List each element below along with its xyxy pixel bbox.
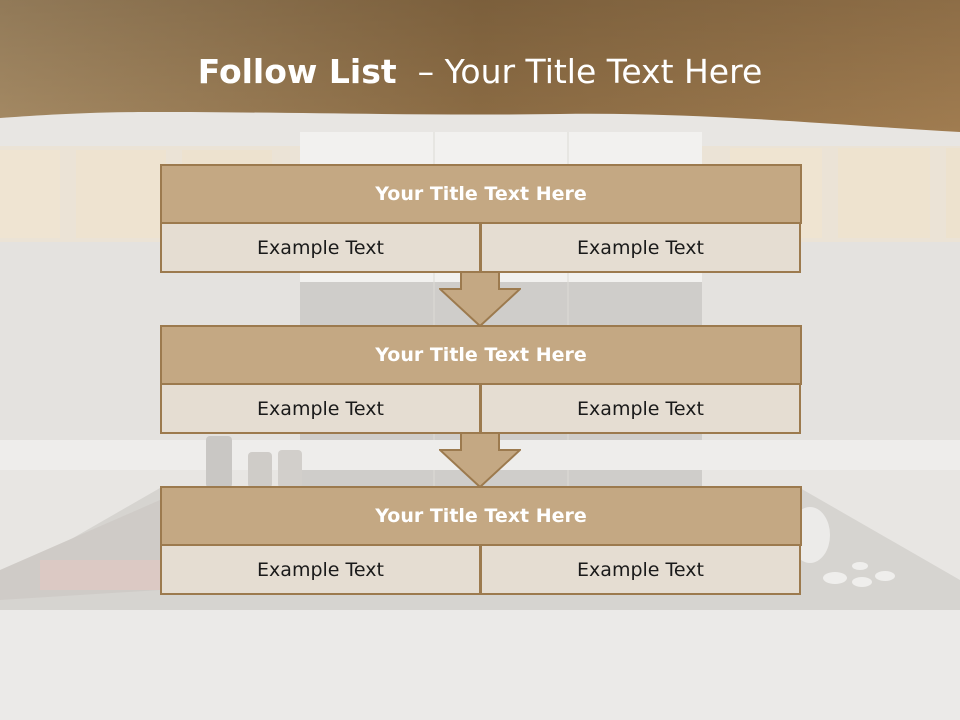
page-title-bold: Follow List [197,52,397,91]
step-cell-2-right: Example Text [480,383,801,434]
step-box-3: Your Title Text Here Example Text Exampl… [160,486,802,595]
step-cell-1-left: Example Text [160,222,481,273]
step-box-2: Your Title Text Here Example Text Exampl… [160,325,802,434]
step-title-1: Your Title Text Here [160,164,802,224]
step-cell-1-right: Example Text [480,222,801,273]
down-arrow-icon [439,432,521,488]
page-title-rest: – Your Title Text Here [417,52,763,91]
step-cell-3-left: Example Text [160,544,481,595]
page-title: Follow List – Your Title Text Here [0,52,960,91]
down-arrow-icon [439,271,521,327]
step-title-2: Your Title Text Here [160,325,802,385]
step-cell-2-left: Example Text [160,383,481,434]
step-title-3: Your Title Text Here [160,486,802,546]
step-cell-3-right: Example Text [480,544,801,595]
step-box-1: Your Title Text Here Example Text Exampl… [160,164,802,273]
